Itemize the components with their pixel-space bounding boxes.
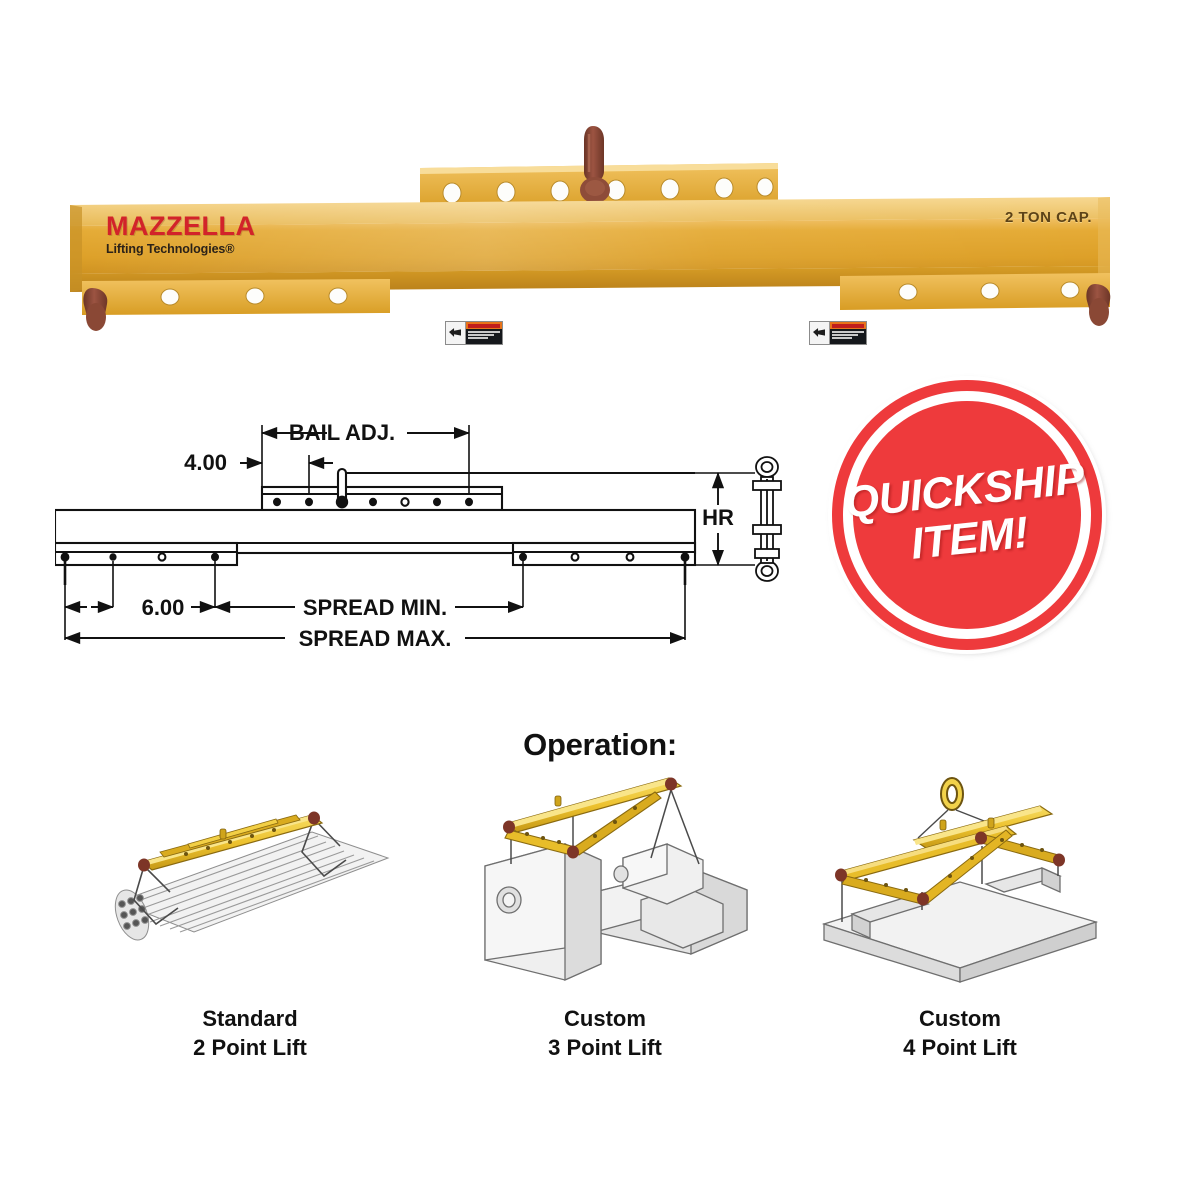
badge-line-2: ITEM! (908, 507, 1031, 569)
capacity-stencil: 2 TON CAP. (1005, 209, 1092, 226)
right-end-shackle (1086, 284, 1111, 326)
operation-caption-custom-3-point: Custom 3 Point Lift (548, 1004, 662, 1062)
illustration-4-point-lift (810, 772, 1110, 992)
warning-pictogram-icon (446, 322, 466, 344)
crate-load (821, 866, 1099, 983)
warning-fineprint (830, 329, 866, 344)
dim-label-spread-max: SPREAD MAX. (299, 626, 452, 651)
operation-caption-standard-2-point: Standard 2 Point Lift (193, 1004, 307, 1062)
dimension-drawing: BAIL ADJ. 4.00 HR 6.00 SPREAD MIN. SPREA… (55, 395, 815, 660)
left-end-shackle (83, 288, 108, 331)
caption-line-2: 2 Point Lift (193, 1035, 307, 1061)
machine-load (484, 842, 748, 982)
caption-line-2: 3 Point Lift (548, 1035, 662, 1061)
operation-item-custom-4-point: Custom 4 Point Lift (800, 772, 1120, 1072)
drawing-bail-plate (260, 485, 504, 512)
warning-pictogram-icon (810, 322, 830, 344)
lower-right-plate (840, 273, 1110, 310)
dim-label-hr: HR (702, 505, 734, 530)
illustration-3-point-lift (455, 772, 755, 992)
warning-banner (466, 322, 502, 329)
lifting-beam (835, 805, 1065, 906)
operation-heading: Operation: (523, 727, 677, 762)
dim-label-four: 4.00 (184, 450, 227, 475)
warning-banner (830, 322, 866, 329)
warning-decal-left (445, 321, 503, 345)
caption-line-1: Custom (919, 1006, 1001, 1031)
lower-left-plate (82, 279, 390, 315)
operation-item-standard-2-point: Standard 2 Point Lift (90, 772, 410, 1072)
badge-core (853, 401, 1081, 629)
drawing-lower-left-plate (55, 541, 239, 567)
caption-line-1: Standard (202, 1006, 298, 1031)
lifting-beam (138, 811, 324, 872)
pipe-bundle (114, 831, 390, 941)
lifting-beam (503, 777, 683, 859)
product-photo: MAZZELLA Lifting Technologies® 2 TON CAP… (60, 110, 1120, 345)
dim-label-bail-adj: BAIL ADJ. (289, 420, 395, 445)
dim-label-six: 6.00 (142, 595, 185, 620)
badge-text: QUICKSHIP ITEM! (814, 362, 1120, 668)
main-beam (70, 196, 1110, 292)
quickship-badge: QUICKSHIP ITEM! (828, 376, 1106, 654)
operation-caption-custom-4-point: Custom 4 Point Lift (903, 1004, 1017, 1062)
beam-brand-logo: MAZZELLA Lifting Technologies® (106, 213, 255, 256)
brand-tagline: Lifting Technologies® (106, 242, 235, 256)
illustration-2-point-lift (100, 772, 400, 992)
brand-name: MAZZELLA (106, 211, 256, 241)
operation-item-custom-3-point: Custom 3 Point Lift (445, 772, 765, 1072)
caption-line-1: Custom (564, 1006, 646, 1031)
master-link (940, 777, 964, 811)
shackle-detail (752, 456, 782, 582)
drawing-lower-right-plate (511, 541, 697, 567)
warning-decal-right (809, 321, 867, 345)
operation-examples: Standard 2 Point Lift (90, 772, 1120, 1072)
dim-hr (695, 472, 755, 566)
center-bail-shackle (580, 126, 610, 203)
warning-fineprint (466, 329, 502, 344)
drawing-bail-pin (335, 467, 695, 509)
dim-label-spread-min: SPREAD MIN. (303, 595, 447, 620)
caption-line-2: 4 Point Lift (903, 1035, 1017, 1061)
